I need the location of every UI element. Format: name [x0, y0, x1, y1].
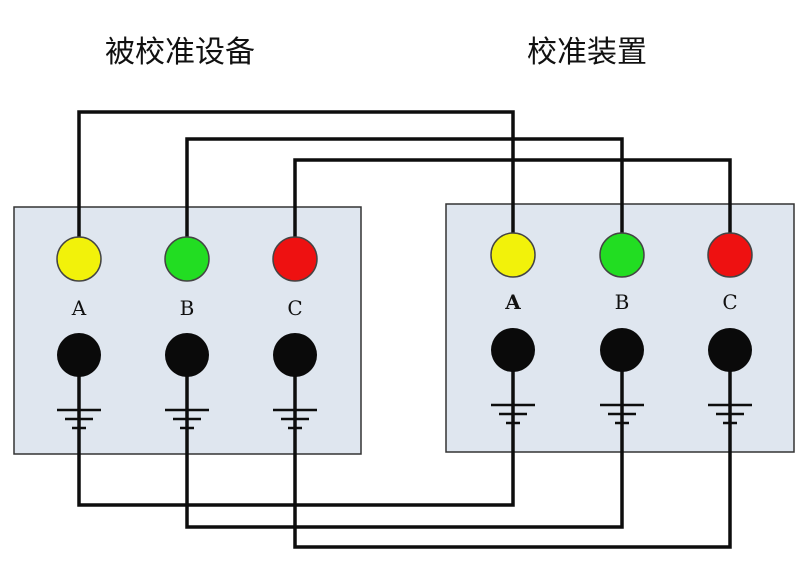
left-terminal-label-b: B	[180, 296, 195, 320]
left-terminal-b: B	[164, 236, 210, 430]
right-phase-terminal-b	[599, 232, 645, 278]
left-neutral-terminal-a	[57, 333, 101, 377]
right-neutral-terminal-b	[600, 328, 644, 372]
wire-phase-a	[77, 110, 515, 259]
right-terminal-c: C	[707, 232, 753, 425]
right-terminal-a: A	[490, 232, 536, 425]
right-phase-terminal-c	[707, 232, 753, 278]
left-phase-terminal-b	[164, 236, 210, 282]
right-terminal-label-a: A	[504, 290, 521, 314]
left-ground-symbol-a	[57, 408, 101, 430]
left-phase-terminal-a	[56, 236, 102, 282]
right-ground-symbol-a	[491, 403, 535, 425]
right-terminal-b: B	[599, 232, 645, 425]
left-neutral-terminal-b	[165, 333, 209, 377]
left-device-title: 被校准设备	[105, 35, 255, 70]
right-terminal-label-c: C	[722, 290, 737, 314]
left-terminal-c: C	[272, 236, 318, 430]
wire-neutral-b	[185, 350, 624, 529]
left-terminal-label-c: C	[287, 296, 302, 320]
wire-phase-b	[185, 137, 624, 259]
left-ground-symbol-c	[273, 408, 317, 430]
right-phase-terminal-a	[490, 232, 536, 278]
left-ground-symbol-b	[165, 408, 209, 430]
wire-phase-c	[293, 158, 732, 259]
right-device-title: 校准装置	[527, 35, 647, 70]
right-neutral-terminal-a	[491, 328, 535, 372]
right-ground-symbol-c	[708, 403, 752, 425]
left-neutral-terminal-c	[273, 333, 317, 377]
left-phase-terminal-c	[272, 236, 318, 282]
left-terminal-label-a: A	[71, 296, 87, 320]
right-neutral-terminal-c	[708, 328, 752, 372]
right-ground-symbol-b	[600, 403, 644, 425]
wire-neutral-c	[293, 350, 732, 549]
right-terminal-label-b: B	[615, 290, 630, 314]
left-terminal-a: A	[56, 236, 102, 430]
